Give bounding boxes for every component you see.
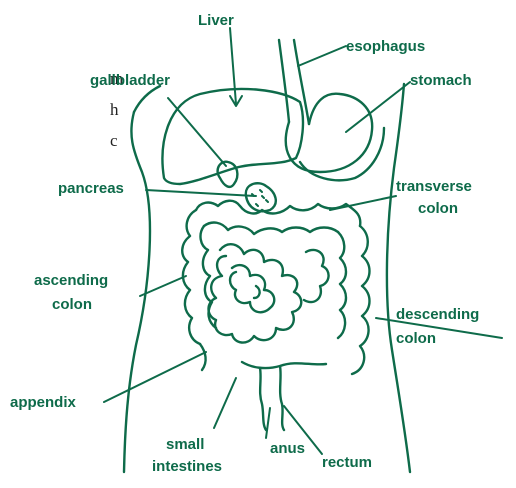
label-ascending-2: colon (52, 296, 92, 313)
label-gallbladder: gallbladder (90, 72, 170, 89)
label-stomach: stomach (410, 72, 472, 89)
arrow-pancreas (146, 190, 256, 196)
stomach (286, 94, 372, 172)
body-outline-right (387, 84, 410, 472)
label-transverse-1: transverse (396, 178, 472, 195)
transverse-colon-inner (204, 223, 338, 234)
arrow-transverse (330, 196, 396, 210)
arrow-appendix (104, 352, 206, 402)
body-outline-left (124, 112, 150, 472)
label-liver: Liver (198, 12, 234, 29)
descending-colon-inner (338, 232, 346, 338)
label-anus: anus (270, 440, 305, 457)
appendix (200, 344, 206, 370)
gallbladder (218, 162, 238, 187)
label-descending-2: colon (396, 330, 436, 347)
small-intestines (209, 244, 302, 342)
label-small-2: intestines (152, 458, 222, 475)
label-transverse-2: colon (418, 200, 458, 217)
descending-colon (352, 226, 370, 374)
label-ascending-1: ascending (34, 272, 108, 289)
liver (163, 89, 303, 184)
arrow-liver (230, 28, 236, 104)
arrow-small-intestines (214, 378, 236, 428)
rectum (260, 366, 284, 430)
label-descending-1: descending (396, 306, 479, 323)
arrow-esophagus (298, 46, 346, 66)
label-small-1: small (166, 436, 204, 453)
rectum-top (242, 362, 326, 368)
shoulder-left (134, 86, 160, 112)
small-intestines-loops (230, 250, 329, 312)
label-appendix: appendix (10, 394, 76, 411)
label-rectum: rectum (322, 454, 372, 471)
esophagus (279, 40, 309, 124)
label-esophagus: esophagus (346, 38, 425, 55)
pancreas (246, 183, 276, 211)
arrow-gallbladder (168, 98, 226, 166)
transverse-colon (196, 201, 360, 226)
label-pancreas: pancreas (58, 180, 124, 197)
arrow-anus (266, 408, 270, 438)
pancreas-speckle (252, 190, 268, 206)
